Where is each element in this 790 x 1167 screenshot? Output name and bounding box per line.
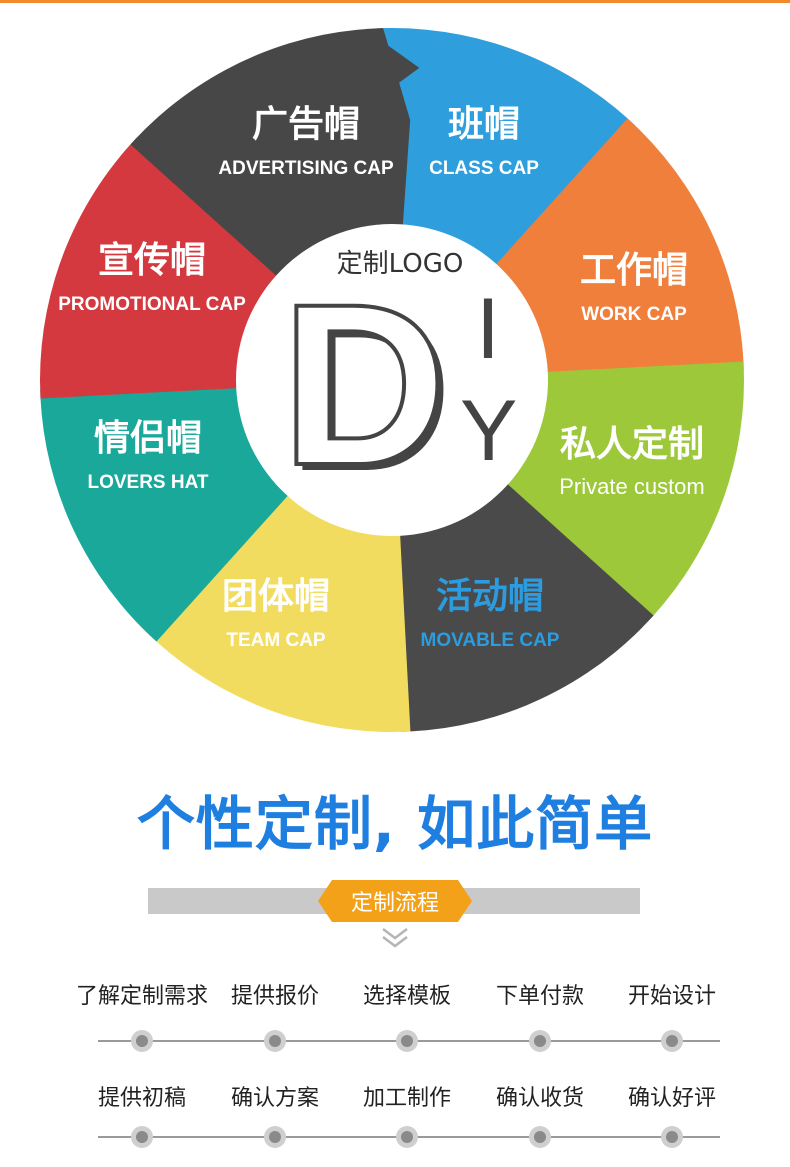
timeline-dot xyxy=(396,1030,418,1052)
process-step: 了解定制需求 xyxy=(75,984,208,1009)
process-step: 提供报价 xyxy=(230,984,319,1009)
segment-subtitle: LOVERS HAT xyxy=(87,472,208,493)
segment-subtitle: ADVERTISING CAP xyxy=(218,158,394,179)
center-logo-text: 定制LOGO xyxy=(337,249,464,279)
process-bar-left xyxy=(148,888,328,914)
center-letter-y: Y xyxy=(460,383,517,479)
chevron-down-icon xyxy=(382,928,408,948)
center-letter-d-shadow: D xyxy=(287,262,453,519)
timeline-dot xyxy=(529,1030,551,1052)
segment-title: 私人定制 xyxy=(560,424,704,465)
headline: 个性定制, 如此简单 xyxy=(136,790,654,858)
process-badge: 定制流程 xyxy=(318,880,472,922)
timeline-dot xyxy=(661,1126,683,1148)
process-step: 确认好评 xyxy=(627,1086,716,1111)
timeline-dot xyxy=(661,1030,683,1052)
timeline-dot xyxy=(396,1126,418,1148)
process-row-2: 提供初稿 确认方案 加工制作 确认收货 确认好评 xyxy=(0,1080,790,1120)
segment-title: 宣传帽 xyxy=(98,240,206,281)
segment-title: 团体帽 xyxy=(222,576,330,617)
segment-subtitle: WORK CAP xyxy=(581,304,687,325)
segment-subtitle: CLASS CAP xyxy=(429,158,539,179)
timeline-dot xyxy=(264,1126,286,1148)
diy-wheel-diagram: 广告帽 ADVERTISING CAP 班帽 CLASS CAP 工作帽 WORK CAP… xyxy=(40,28,744,732)
segment-title: 班帽 xyxy=(448,104,520,145)
process-step: 选择模板 xyxy=(362,984,451,1009)
segment-title: 工作帽 xyxy=(580,250,688,291)
wheel-segment-arrow xyxy=(373,35,420,99)
process-step: 下单付款 xyxy=(495,984,584,1009)
top-accent-line xyxy=(0,0,790,3)
timeline-dot xyxy=(131,1030,153,1052)
timeline-dot xyxy=(529,1126,551,1148)
process-row-1: 了解定制需求 提供报价 选择模板 下单付款 开始设计 xyxy=(0,978,790,1018)
segment-subtitle: MOVABLE CAP xyxy=(421,630,560,651)
center-letter-i: I xyxy=(476,281,500,377)
segment-title: 情侣帽 xyxy=(94,418,202,459)
process-timeline-1 xyxy=(0,1026,790,1056)
process-bar-right xyxy=(460,888,640,914)
segment-subtitle: Private custom xyxy=(559,474,705,499)
segment-title: 广告帽 xyxy=(252,104,360,145)
process-step: 开始设计 xyxy=(627,984,716,1009)
wheel-center: 定制LOGO D D I Y xyxy=(236,224,548,536)
process-badge-label: 定制流程 xyxy=(350,891,439,916)
segment-subtitle: PROMOTIONAL CAP xyxy=(58,294,246,315)
process-step: 确认收货 xyxy=(495,1086,584,1111)
process-step: 提供初稿 xyxy=(97,1086,186,1111)
process-step: 加工制作 xyxy=(362,1086,451,1111)
process-timeline-2 xyxy=(0,1122,790,1152)
timeline-dot xyxy=(264,1030,286,1052)
segment-title: 活动帽 xyxy=(436,576,544,617)
segment-subtitle: TEAM CAP xyxy=(226,630,326,651)
process-step: 确认方案 xyxy=(230,1086,319,1111)
center-letter-d: D xyxy=(281,256,447,513)
timeline-dot xyxy=(131,1126,153,1148)
